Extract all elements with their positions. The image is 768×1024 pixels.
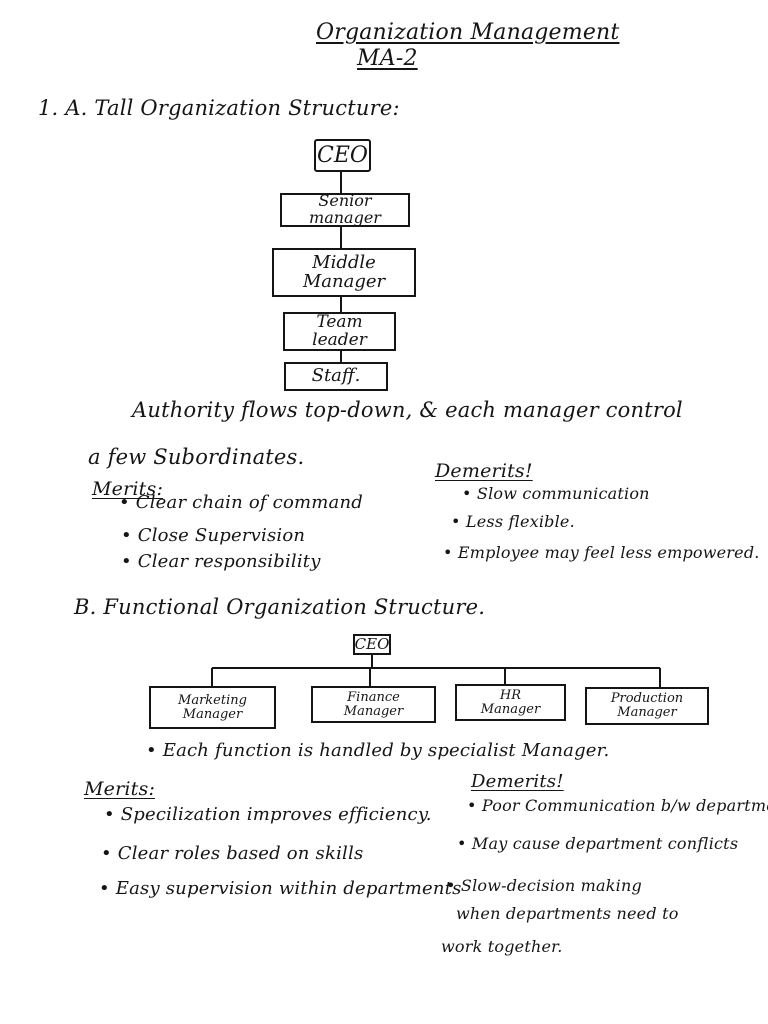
senior-manager-line2: manager <box>309 208 381 227</box>
department-box-production: Production Manager <box>585 687 709 725</box>
section-a-heading: 1. A. Tall Organization Structure: <box>38 96 400 120</box>
department-marketing-line2: Manager <box>182 706 243 722</box>
section-a-merit-2: • Close Supervision <box>121 525 306 546</box>
section-b-demerit-3: • Slow-decision making <box>446 876 642 895</box>
section-a-demerit-3: • Employee may feel less empowered. <box>443 543 760 562</box>
team-leader-line1: Team <box>316 311 363 332</box>
section-a-description-line1: Authority flows top-down, & each manager… <box>132 398 683 422</box>
section-b-heading: B. Functional Organization Structure. <box>74 595 486 619</box>
senior-manager-line1: Senior <box>318 191 372 211</box>
section-b-merit-1: • Specilization improves efficiency. <box>104 804 432 825</box>
department-box-finance: Finance Manager <box>311 686 436 723</box>
section-a-demerit-2: • Less flexible. <box>451 512 575 531</box>
department-hr-line1: HR <box>499 687 522 703</box>
department-marketing-line1: Marketing <box>178 692 247 708</box>
section-b-merit-3: • Easy supervision within departments <box>99 878 462 899</box>
functional-chart-ceo-box: CEO <box>353 634 391 655</box>
section-b-demerit-3-cont1: when departments need to <box>456 904 679 923</box>
department-finance-line1: Finance <box>347 689 400 705</box>
tall-chart-ceo-box: CEO <box>314 139 371 172</box>
department-hr-line2: Manager <box>480 701 541 717</box>
functional-chart-ceo-label: CEO <box>354 634 390 653</box>
section-b-demerit-1: • Poor Communication b/w departments <box>467 796 768 815</box>
department-finance-line2: Manager <box>343 703 404 719</box>
department-production-line2: Manager <box>617 705 677 720</box>
section-a-merit-1: • Clear chain of command <box>119 492 363 513</box>
page-subtitle: MA-2 <box>357 46 418 71</box>
section-a-demerit-1: • Slow communication <box>462 484 650 503</box>
team-leader-line2: leader <box>312 329 367 350</box>
tall-chart-staff-box: Staff. <box>284 362 388 391</box>
section-a-merits-heading: Merits: <box>92 478 164 500</box>
tall-chart-middle-manager-box: Middle Manager <box>272 248 416 297</box>
tall-chart-senior-manager-box: Senior manager <box>280 191 410 227</box>
section-b-demerit-2: • May cause department conflicts <box>457 834 739 853</box>
section-b-merits-heading: Merits: <box>84 778 156 800</box>
section-b-demerit-3-cont2: work together. <box>441 937 563 956</box>
middle-manager-line2: Manager <box>302 270 386 292</box>
department-box-hr: HR Manager <box>455 684 566 721</box>
page-title: Organization Management <box>316 20 620 45</box>
tall-chart-ceo-label: CEO <box>317 142 368 168</box>
department-box-marketing: Marketing Manager <box>149 686 276 729</box>
section-a-description-line2: a few Subordinates. <box>88 445 305 469</box>
section-a-demerits-heading: Demerits! <box>435 460 533 482</box>
staff-label: Staff. <box>311 365 361 387</box>
section-b-demerits-heading: Demerits! <box>471 771 564 792</box>
section-b-merit-2: • Clear roles based on skills <box>101 843 364 864</box>
tall-chart-team-leader-box: Team leader <box>283 312 396 351</box>
department-production-line1: Production <box>610 691 684 707</box>
middle-manager-line1: Middle <box>312 251 376 273</box>
section-a-merit-3: • Clear responsibility <box>121 551 321 572</box>
section-b-description: • Each function is handled by specialist… <box>146 740 610 761</box>
